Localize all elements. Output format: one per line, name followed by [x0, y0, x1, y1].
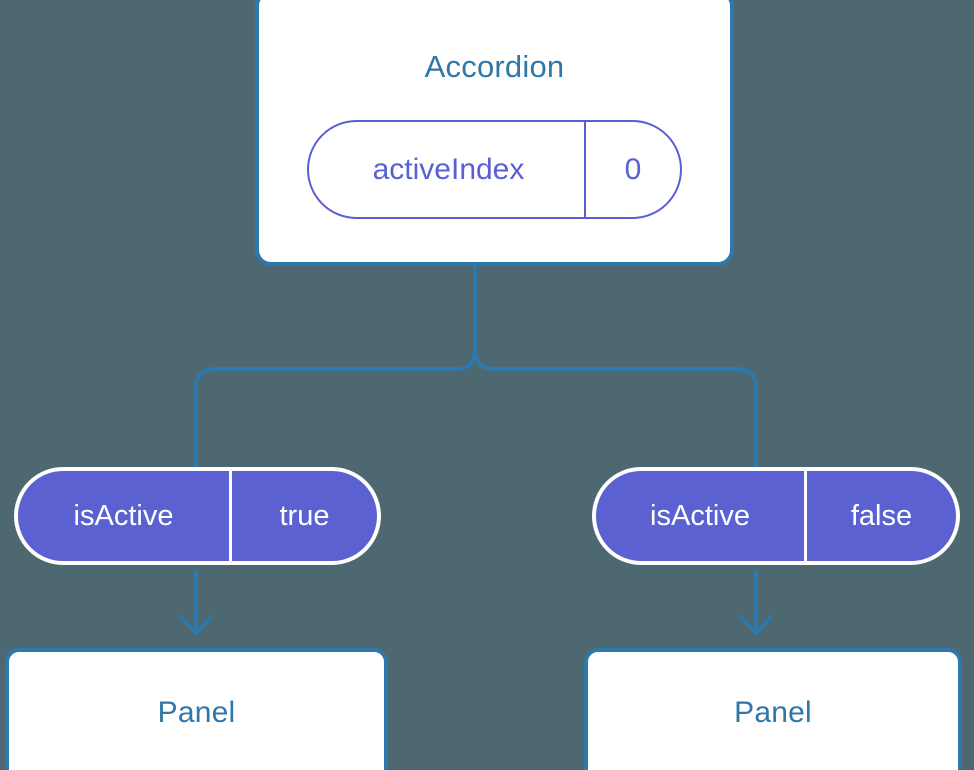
active-index-prop-value: 0 [624, 152, 642, 186]
connector-trunk-split-left [194, 348, 477, 482]
connector-trunk-split [473, 264, 758, 482]
is-active-key-true: isActive [18, 471, 232, 561]
arrow-isactive-true-to-panel [179, 570, 213, 635]
active-index-prop-pill[interactable]: activeIndex 0 [307, 120, 682, 219]
panel-component-card-right[interactable]: Panel [584, 648, 962, 770]
is-active-value-false: false [850, 499, 913, 532]
accordion-title: Accordion [424, 49, 565, 84]
is-active-value-true: true [279, 499, 330, 532]
arrow-isactive-false-to-panel [739, 570, 773, 635]
active-index-prop-key: activeIndex [309, 122, 586, 217]
panel-component-card-left[interactable]: Panel [5, 648, 388, 770]
is-active-state-pill-false[interactable]: isActive false [592, 467, 960, 565]
is-active-state-pill-true[interactable]: isActive true [14, 467, 381, 565]
panel-title-right: Panel [734, 696, 812, 729]
panel-title-left: Panel [157, 696, 236, 729]
is-active-key-false: isActive [596, 471, 807, 561]
